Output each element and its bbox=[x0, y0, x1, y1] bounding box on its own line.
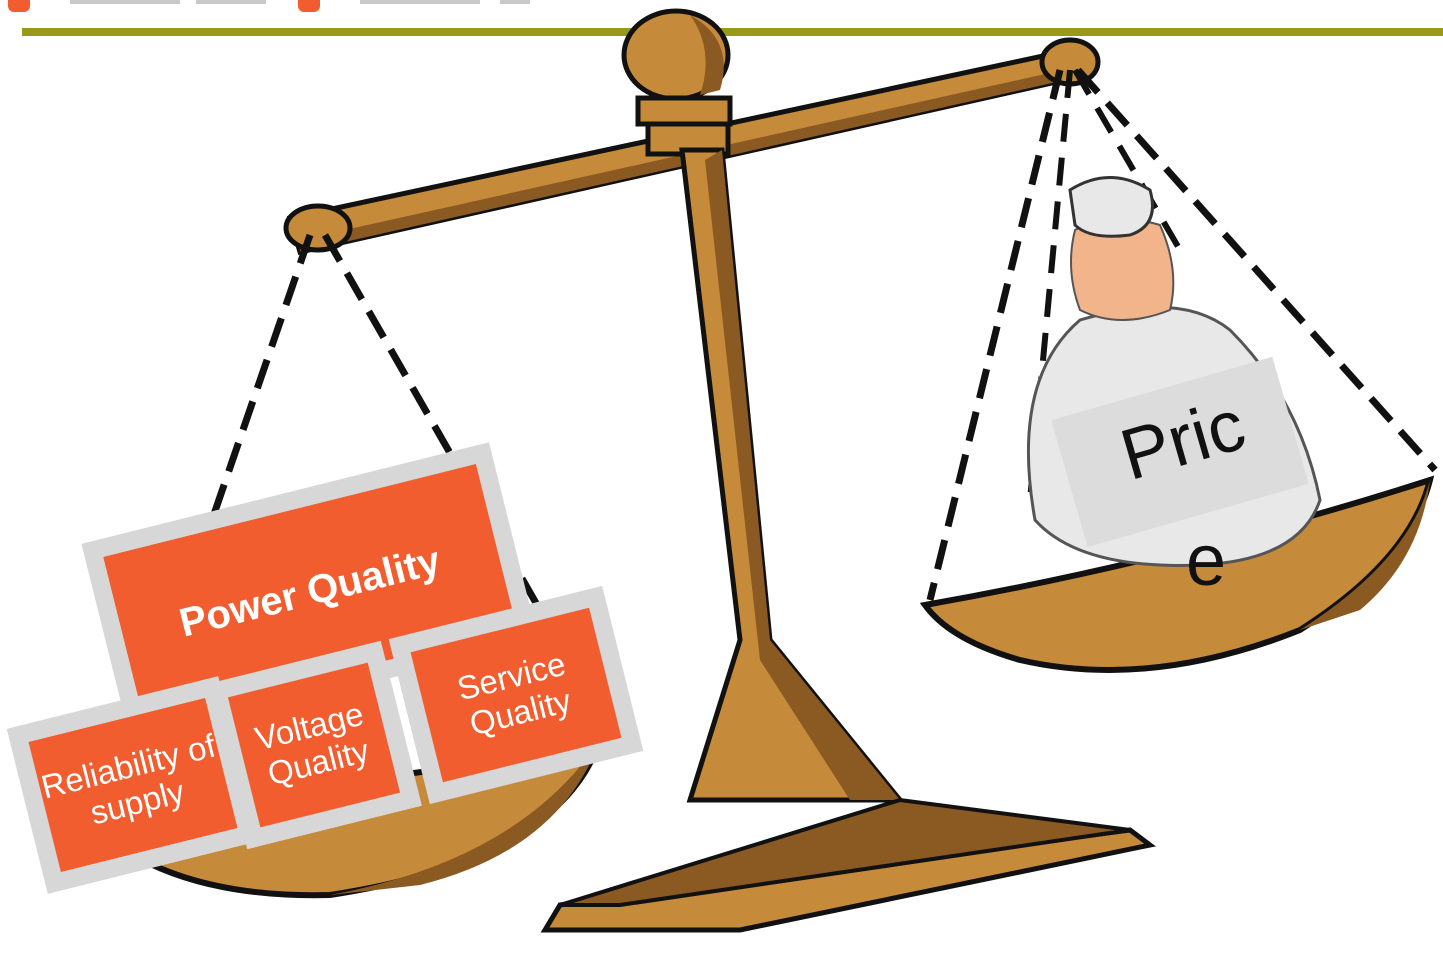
scale-base-shade bbox=[559, 797, 1131, 907]
right-chain bbox=[926, 69, 1064, 601]
scale-top-knob-shade bbox=[690, 15, 724, 95]
faint-text bbox=[360, 0, 480, 4]
scale-pillar-shade bbox=[705, 150, 900, 800]
header-decoration bbox=[0, 0, 560, 14]
bullet-icon bbox=[298, 0, 320, 12]
right-chain bbox=[1075, 67, 1438, 473]
left-chain bbox=[208, 233, 314, 522]
right-pan-shade bbox=[1300, 480, 1430, 630]
faint-text bbox=[196, 0, 266, 4]
beam-left-knob bbox=[283, 203, 353, 253]
left-pan-shade bbox=[330, 740, 600, 895]
price-label-line2: e bbox=[1186, 521, 1227, 601]
right-chain bbox=[1072, 68, 1183, 252]
faint-text bbox=[500, 0, 530, 4]
scale-base bbox=[540, 827, 1156, 933]
reliability-label: Reliability of supply bbox=[28, 697, 238, 873]
money-bag-top bbox=[1068, 176, 1154, 238]
voltage-quality-label: Voltage Quality bbox=[227, 662, 401, 828]
scale-collar bbox=[635, 95, 733, 127]
bullet-icon bbox=[8, 0, 30, 12]
faint-text bbox=[70, 0, 180, 4]
service-quality-label: Service Quality bbox=[410, 607, 622, 783]
header-rule bbox=[22, 28, 1443, 36]
